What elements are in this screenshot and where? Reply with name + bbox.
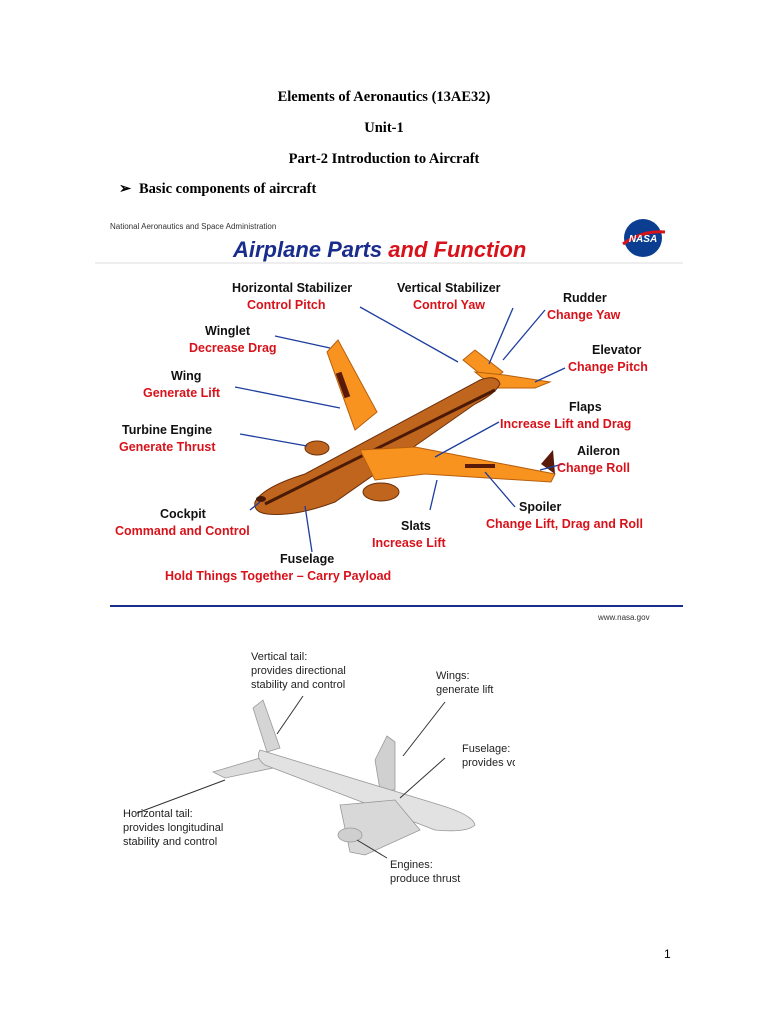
label-spoiler: Spoiler: [519, 500, 562, 514]
function-aileron: Change Roll: [557, 461, 630, 475]
label-vertical-tail-l3: stability and control: [251, 679, 345, 691]
label-elevator: Elevator: [592, 343, 641, 357]
nasa-logo-text: NASA: [629, 234, 657, 245]
nasa-url: www.nasa.gov: [597, 613, 650, 622]
arrow-bullet-icon: ➢: [119, 181, 132, 197]
label-horizontal-tail-l3: stability and control: [123, 836, 217, 848]
label-fuselage: Fuselage: [280, 552, 334, 566]
part-labels: Horizontal Stabilizer Control Pitch Vert…: [115, 281, 648, 583]
label-turbine-engine: Turbine Engine: [122, 423, 212, 437]
unit-heading: Unit-1: [364, 120, 404, 136]
function-turbine-engine: Generate Thrust: [119, 440, 216, 454]
label-horizontal-tail-l1: Horizontal tail:: [123, 808, 193, 820]
nasa-logo: NASA: [622, 219, 666, 257]
airplane-components-figure: Vertical tail: provides directional stab…: [123, 651, 515, 885]
agency-text: National Aeronautics and Space Administr…: [110, 222, 276, 231]
label-horizontal-stabilizer: Horizontal Stabilizer: [232, 281, 352, 295]
label-wings-l1: Wings:: [436, 670, 470, 682]
leader-lines-2: [136, 695, 446, 859]
part-heading: Part-2 Introduction to Aircraft: [288, 151, 480, 167]
grey-airplane-illustration: [211, 699, 476, 856]
label-fuselage-l2: provides volume: [462, 757, 515, 769]
label-vertical-tail-l2: provides directional: [251, 665, 346, 677]
label-wing: Wing: [171, 369, 201, 383]
label-winglet: Winglet: [205, 324, 251, 338]
figure-title: Airplane Parts and Function: [232, 237, 526, 262]
function-slats: Increase Lift: [372, 536, 446, 550]
course-title: Elements of Aeronautics (13AE32): [277, 89, 491, 105]
function-fuselage: Hold Things Together – Carry Payload: [165, 569, 391, 583]
function-winglet: Decrease Drag: [189, 341, 277, 355]
bullet-item: ➢ Basic components of aircraft: [119, 181, 316, 198]
engine-shape: [362, 482, 400, 502]
label-fuselage-l1: Fuselage:: [462, 743, 510, 755]
function-vertical-stabilizer: Control Yaw: [413, 298, 485, 312]
label-aileron: Aileron: [577, 444, 620, 458]
label-wings-l2: generate lift: [436, 684, 493, 696]
page-number: 1: [664, 947, 671, 961]
label-cockpit: Cockpit: [160, 507, 207, 521]
function-flaps: Increase Lift and Drag: [500, 417, 631, 431]
title-part1: Airplane Parts: [232, 237, 388, 262]
function-wing: Generate Lift: [143, 386, 221, 400]
airplane-parts-figure: National Aeronautics and Space Administr…: [95, 219, 683, 622]
leader-lines: [234, 306, 566, 553]
function-horizontal-stabilizer: Control Pitch: [247, 298, 325, 312]
label-slats: Slats: [401, 519, 431, 533]
label-vertical-tail-l1: Vertical tail:: [251, 651, 307, 663]
label-vertical-stabilizer: Vertical Stabilizer: [397, 281, 501, 295]
label-engines-l2: produce thrust: [390, 873, 460, 885]
function-cockpit: Command and Control: [115, 524, 250, 538]
airplane-illustration: [254, 339, 556, 515]
function-spoiler: Change Lift, Drag and Roll: [486, 517, 643, 531]
function-elevator: Change Pitch: [568, 360, 648, 374]
component-labels: Vertical tail: provides directional stab…: [123, 651, 515, 885]
label-flaps: Flaps: [569, 400, 602, 414]
label-rudder: Rudder: [563, 291, 607, 305]
label-engines-l1: Engines:: [390, 859, 433, 871]
bullet-text: Basic components of aircraft: [139, 181, 317, 197]
function-rudder: Change Yaw: [547, 308, 621, 322]
label-horizontal-tail-l2: provides longitudinal: [123, 822, 223, 834]
title-part2: and Function: [388, 237, 526, 262]
